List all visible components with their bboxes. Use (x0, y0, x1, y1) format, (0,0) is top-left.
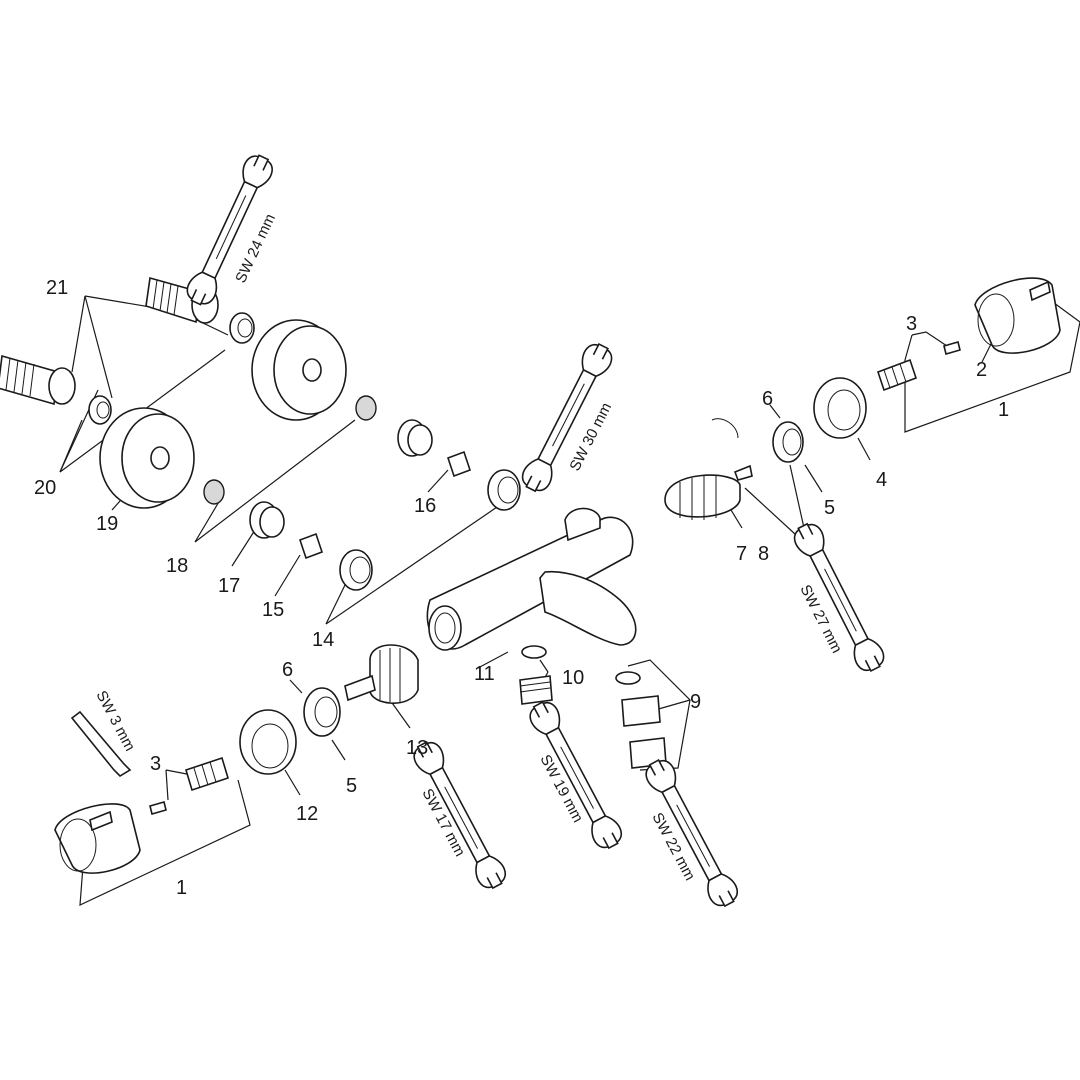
right-adapter (876, 341, 961, 392)
wrench-sw17 (408, 736, 511, 894)
left-nut-6 (303, 687, 341, 737)
connector-lower (0, 354, 112, 425)
label-13: 13 (406, 737, 428, 759)
check-valves (249, 419, 433, 539)
label-18: 18 (166, 555, 188, 577)
label-1-left: 1 (176, 877, 187, 899)
thermostat-cartridge (664, 418, 753, 520)
allen-key (70, 710, 132, 778)
label-12: 12 (296, 803, 318, 825)
small-inserts (298, 450, 472, 560)
label-6-left: 6 (282, 659, 293, 681)
label-3-right: 3 (906, 313, 917, 335)
label-5-right: 5 (824, 497, 835, 519)
label-5-left: 5 (346, 775, 357, 797)
label-17: 17 (218, 575, 240, 597)
seal-and-connector (519, 645, 553, 705)
left-adapter (149, 756, 229, 815)
right-handle (974, 277, 1061, 354)
left-cartridge (344, 644, 419, 704)
escutcheon-upper (251, 319, 347, 421)
label-9: 9 (690, 691, 701, 713)
label-6-right: 6 (762, 388, 773, 410)
label-20: 20 (34, 477, 56, 499)
label-16: 16 (414, 495, 436, 517)
label-21: 21 (46, 277, 68, 299)
label-14: 14 (312, 629, 334, 651)
left-handle (54, 803, 141, 874)
aerator-set (615, 671, 667, 769)
label-11: 11 (474, 663, 495, 685)
mixer-body (426, 507, 637, 651)
label-19: 19 (96, 513, 118, 535)
label-8: 8 (758, 543, 769, 565)
label-7: 7 (736, 543, 747, 565)
label-15: 15 (262, 599, 284, 621)
label-10: 10 (562, 667, 584, 689)
label-1-right: 1 (998, 399, 1009, 421)
left-cap-12 (239, 709, 297, 775)
filter-screens (203, 395, 377, 505)
label-2: 2 (976, 359, 987, 381)
right-nut-6 (772, 421, 804, 463)
label-4: 4 (876, 469, 887, 491)
wrench-sw19 (524, 696, 627, 854)
right-cap-4 (813, 377, 867, 439)
escutcheon-lower (99, 407, 195, 509)
label-3-left: 3 (150, 753, 161, 775)
